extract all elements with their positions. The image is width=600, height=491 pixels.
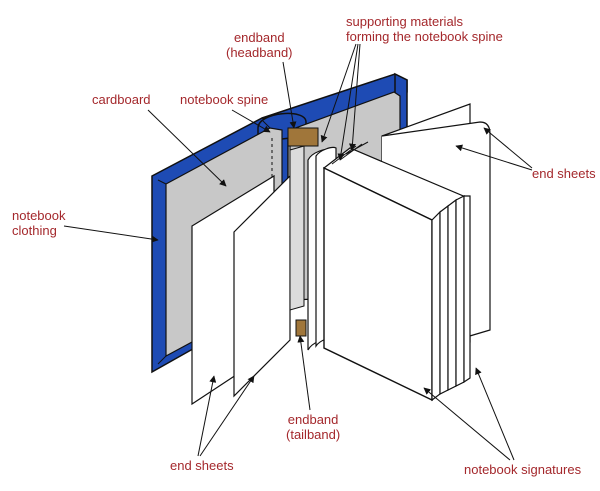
- label-line: notebook: [12, 208, 66, 223]
- label-line: cardboard: [92, 92, 151, 107]
- label-line: clothing: [12, 223, 57, 238]
- label-notebook-spine: notebook spine: [180, 92, 268, 107]
- label-line: end sheets: [170, 458, 234, 473]
- headband-shape: [287, 127, 319, 147]
- label-end-sheets-right: end sheets: [532, 166, 596, 181]
- label-line: (headband): [226, 45, 293, 60]
- label-line: endband: [287, 412, 339, 427]
- label-line: forming the notebook spine: [346, 29, 503, 44]
- label-endband-tailband: endband (tailband): [286, 412, 340, 442]
- label-line: (tailband): [286, 427, 341, 442]
- label-notebook-clothing: notebook clothing: [12, 208, 66, 238]
- tailband-shape: [295, 319, 307, 337]
- leader-lines: [63, 43, 533, 461]
- label-notebook-signatures: notebook signatures: [464, 462, 581, 477]
- label-line: notebook signatures: [464, 462, 582, 477]
- label-line: end sheets: [532, 166, 596, 181]
- label-line: endband: [233, 30, 285, 45]
- label-line: supporting materials: [346, 14, 464, 29]
- label-supporting-materials: supporting materials forming the noteboo…: [346, 14, 503, 44]
- label-end-sheets-bottom: end sheets: [170, 458, 234, 473]
- label-cardboard: cardboard: [92, 92, 151, 107]
- end-sheets-left-shape: [191, 174, 291, 406]
- label-endband-headband: endband (headband): [226, 30, 293, 60]
- label-line: notebook spine: [180, 92, 269, 107]
- spine-materials-shape: [287, 127, 319, 337]
